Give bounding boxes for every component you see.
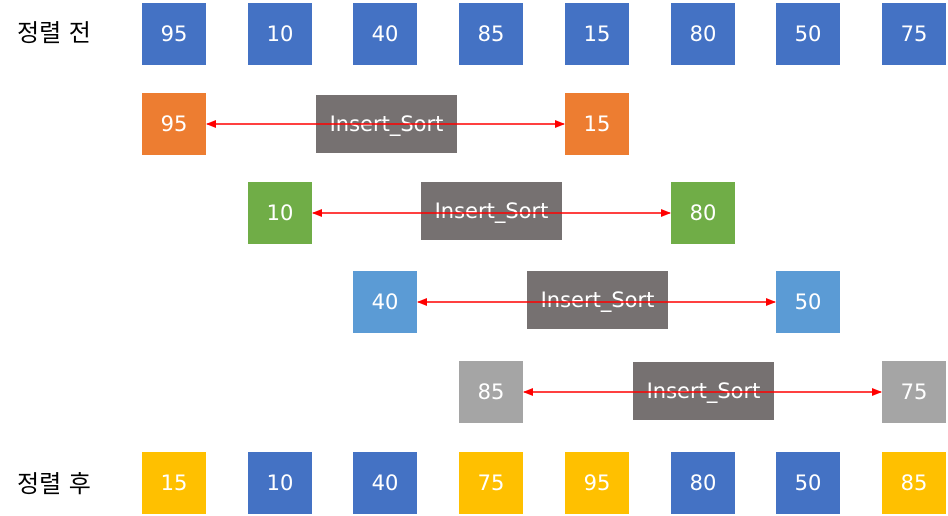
before-cell-1: 10 xyxy=(248,3,312,65)
before-cell-6: 50 xyxy=(776,3,840,65)
before-cell-3: 85 xyxy=(459,3,523,65)
after-cell-4: 95 xyxy=(565,452,629,514)
before-cell-5: 80 xyxy=(671,3,735,65)
before-cell-0: 95 xyxy=(142,3,206,65)
after-label: 정렬 후 xyxy=(17,470,91,498)
insert-sort-box-0: Insert_Sort xyxy=(316,95,457,153)
after-cell-0: 15 xyxy=(142,452,206,514)
before-cell-2: 40 xyxy=(353,3,417,65)
insert-sort-box-2: Insert_Sort xyxy=(527,271,668,329)
after-cell-5: 80 xyxy=(671,452,735,514)
pair-2-left: 40 xyxy=(353,271,417,333)
before-label: 정렬 전 xyxy=(17,19,91,47)
insert-sort-box-3: Insert_Sort xyxy=(633,362,774,420)
pair-3-right: 75 xyxy=(882,361,946,423)
after-cell-3: 75 xyxy=(459,452,523,514)
pair-3-left: 85 xyxy=(459,361,523,423)
after-cell-2: 40 xyxy=(353,452,417,514)
pair-2-right: 50 xyxy=(776,271,840,333)
before-cell-4: 15 xyxy=(565,3,629,65)
pair-1-left: 10 xyxy=(248,182,312,244)
after-cell-7: 85 xyxy=(882,452,946,514)
before-cell-7: 75 xyxy=(882,3,946,65)
after-cell-6: 50 xyxy=(776,452,840,514)
insert-sort-box-1: Insert_Sort xyxy=(421,182,562,240)
pair-0-right: 15 xyxy=(565,93,629,155)
after-cell-1: 10 xyxy=(248,452,312,514)
pair-0-left: 95 xyxy=(142,93,206,155)
pair-1-right: 80 xyxy=(671,182,735,244)
